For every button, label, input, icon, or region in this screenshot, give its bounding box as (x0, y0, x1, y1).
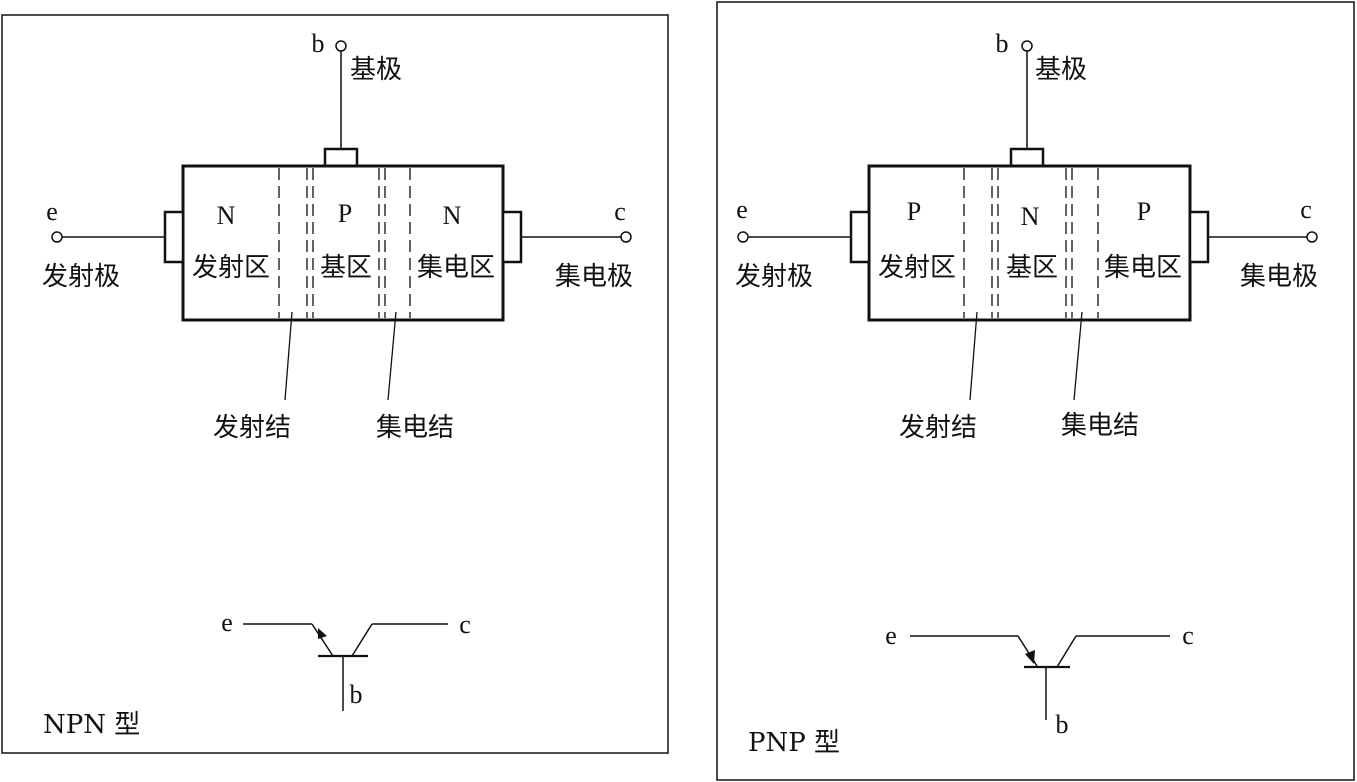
pnp-base-contact (1009, 147, 1045, 168)
npn-emitter-junction-label: 发射结 (213, 413, 291, 443)
pnp-base-terminal (1021, 40, 1033, 52)
pnp-panel-frame (716, 1, 1355, 781)
pnp-base-electrode-label: 基极 (1035, 55, 1087, 85)
pnp-base-region-type: N (1021, 202, 1040, 231)
npn-emitter-electrode-label: 发射极 (42, 262, 120, 292)
npn-collector-electrode-label: 集电极 (555, 262, 633, 292)
pnp-type-label: PNP 型 (748, 728, 840, 758)
npn-emitter-terminal (51, 231, 63, 243)
pnp-collector-contact (1188, 210, 1210, 264)
pnp-collector-region-type: P (1137, 197, 1151, 226)
npn-panel: b 基极 e 发射极 c 集电极 N 发射区 P 基区 N 集电区 (1, 14, 669, 754)
pnp-symbol-emitter-letter: e (885, 621, 897, 650)
pnp-base-letter: b (996, 29, 1009, 58)
pnp-symbol-collector-letter: c (1182, 621, 1194, 650)
pnp-emitter-arrow (1025, 650, 1035, 664)
npn-type-label: NPN 型 (43, 710, 140, 740)
pnp-collector-region-name: 集电区 (1104, 253, 1182, 283)
pnp-emitter-electrode-label: 发射极 (735, 262, 813, 292)
npn-collector-region-name: 集电区 (417, 253, 495, 283)
pnp-collector-terminal (1306, 231, 1318, 243)
npn-symbol-emitter-letter: e (221, 608, 233, 637)
npn-emitter-junction-pointer (284, 311, 293, 401)
npn-base-letter: b (312, 29, 325, 58)
pnp-collector-junction-pointer (1073, 311, 1083, 401)
npn-semiconductor-body (181, 164, 505, 322)
npn-emitter-contact (163, 210, 185, 264)
pnp-symbol-base-letter: b (1056, 710, 1069, 739)
pnp-panel: b 基极 e 发射极 c 集电极 P 发射区 N 基区 P 集电区 (716, 1, 1355, 781)
pnp-emitter-region-type: P (907, 197, 921, 226)
npn-collector-letter: c (614, 197, 626, 226)
npn-symbol-collector-letter: c (459, 610, 471, 639)
npn-collector-junction-pointer (387, 311, 397, 401)
pnp-emitter-junction-pointer (969, 311, 978, 401)
npn-base-contact (323, 147, 359, 168)
npn-transistor-symbol (243, 623, 448, 711)
pnp-semiconductor-body (867, 164, 1192, 322)
pnp-emitter-region-name: 发射区 (878, 253, 956, 283)
npn-base-terminal (335, 40, 347, 52)
npn-emitter-arrow (318, 628, 327, 639)
pnp-collector-electrode-label: 集电极 (1240, 262, 1318, 292)
pnp-junction-lines (963, 168, 1099, 318)
npn-symbol-base-letter: b (350, 680, 363, 709)
pnp-transistor-symbol (910, 635, 1170, 720)
npn-panel-frame (1, 14, 669, 754)
npn-base-electrode-label: 基极 (350, 55, 402, 85)
npn-emitter-region-type: N (217, 201, 236, 230)
npn-collector-contact (501, 210, 523, 264)
npn-emitter-letter: e (46, 197, 58, 226)
pnp-emitter-letter: e (736, 195, 748, 224)
pnp-collector-letter: c (1300, 195, 1312, 224)
pnp-collector-junction-label: 集电结 (1061, 411, 1139, 441)
npn-collector-junction-label: 集电结 (376, 413, 454, 443)
pnp-emitter-junction-label: 发射结 (899, 413, 977, 443)
pnp-base-region-name: 基区 (1006, 253, 1058, 283)
npn-emitter-region-name: 发射区 (192, 253, 270, 283)
pnp-emitter-contact (849, 210, 871, 264)
npn-collector-terminal (620, 231, 632, 243)
npn-collector-region-type: N (443, 201, 462, 230)
npn-base-region-name: 基区 (320, 253, 372, 283)
npn-base-region-type: P (338, 199, 352, 228)
npn-junction-lines (278, 168, 411, 318)
pnp-emitter-terminal (737, 231, 749, 243)
